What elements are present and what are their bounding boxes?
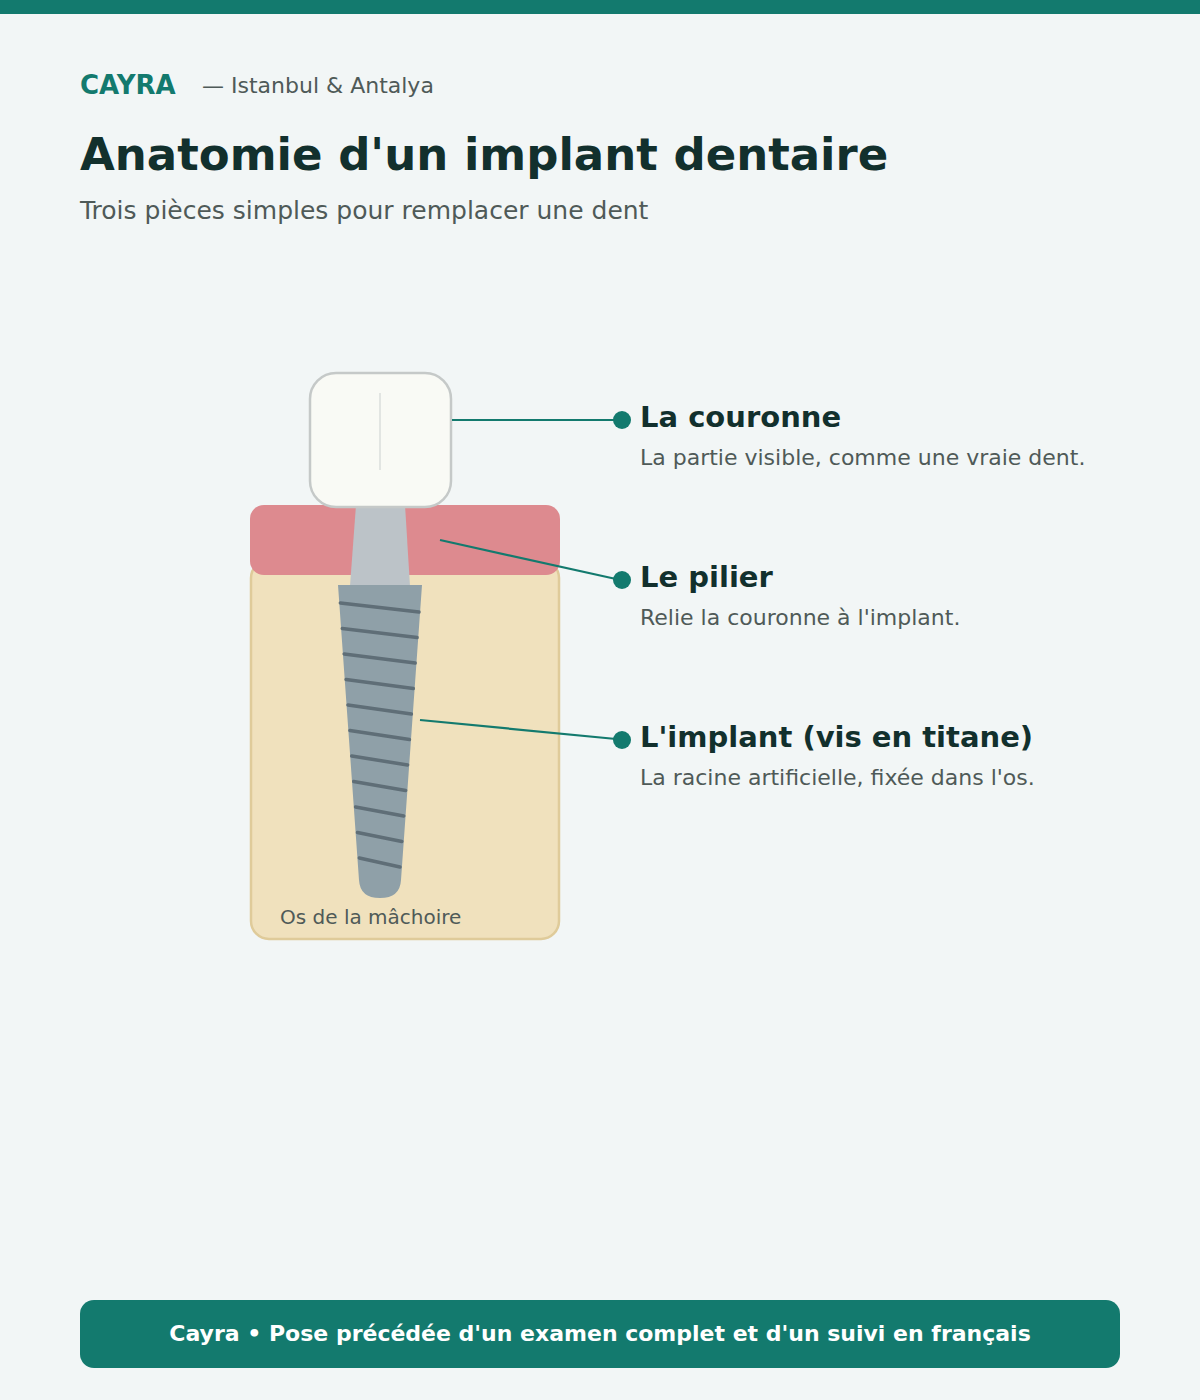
leader-line	[420, 720, 616, 739]
screw-thread	[342, 629, 417, 638]
part-description: La racine artificielle, fixée dans l'os.	[640, 765, 1035, 791]
crown-highlight	[379, 393, 381, 470]
screw-thread	[348, 705, 411, 714]
part-description: Relie la couronne à l'implant.	[640, 605, 960, 631]
jaw-bone	[251, 560, 559, 939]
crown	[310, 373, 451, 507]
screw-thread	[350, 731, 410, 740]
screw-thread	[344, 654, 415, 663]
screw-thread	[346, 680, 413, 689]
part-name: L'implant (vis en titane)	[640, 720, 1033, 755]
leader-line	[452, 419, 616, 421]
top-bar	[0, 0, 1200, 14]
screw-thread	[359, 858, 400, 867]
part-name: La couronne	[640, 400, 841, 435]
abutment	[350, 505, 410, 586]
screw-thread	[356, 807, 404, 816]
part-description: La partie visible, comme une vraie dent.	[640, 445, 1085, 471]
leader-dot	[613, 731, 631, 749]
implant-screw	[338, 585, 422, 898]
screw-thread	[352, 756, 408, 765]
region-label: Os de la mâchoire	[280, 905, 461, 929]
screw-thread	[357, 833, 401, 842]
leader-dots	[613, 411, 631, 749]
screw-threads	[340, 603, 419, 867]
leader-dot	[613, 571, 631, 589]
subtitle: Trois pièces simples pour remplacer une …	[80, 196, 1160, 226]
footer-band: Cayra • Pose précédée d'un examen comple…	[80, 1300, 1120, 1368]
leader-lines	[420, 420, 616, 739]
leader-dot	[613, 411, 631, 429]
screw-thread	[340, 603, 419, 612]
brand-name: CAYRA	[80, 70, 176, 101]
screw-thread	[354, 782, 406, 791]
brand-locations: — Istanbul & Antalya	[202, 73, 434, 99]
footer-text: Cayra • Pose précédée d'un examen comple…	[169, 1320, 1031, 1348]
part-name: Le pilier	[640, 560, 773, 595]
leader-line	[440, 540, 616, 579]
title: Anatomie d'un implant dentaire	[80, 128, 1160, 182]
